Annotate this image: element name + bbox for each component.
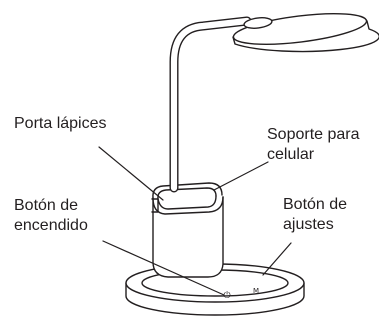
leader-porta: [98, 146, 164, 201]
pen-holder: [152, 182, 224, 278]
label-porta-lapices: Porta lápices: [14, 114, 107, 134]
label-soporte-celular: Soporte para celular: [267, 125, 360, 165]
lamp-neck: [169, 16, 252, 193]
label-soporte-line1: Soporte para: [267, 126, 360, 143]
leader-lines: [98, 146, 292, 296]
leader-ajustes: [262, 242, 292, 276]
power-icon: ⏻: [223, 290, 230, 301]
label-soporte-line2: celular: [267, 146, 315, 163]
label-encendido-line1: Botón de: [14, 197, 79, 214]
label-ajustes-line1: Botón de: [283, 196, 348, 213]
leader-encendido: [102, 240, 225, 296]
settings-icon: M: [253, 287, 259, 295]
label-boton-ajustes: Botón de ajustes: [283, 195, 347, 235]
label-ajustes-line2: ajustes: [283, 216, 334, 233]
settings-button: M: [253, 287, 259, 295]
power-button: ⏻: [223, 290, 230, 301]
leader-soporte: [213, 161, 269, 191]
label-encendido-line2: encendido: [14, 217, 88, 234]
label-porta-text: Porta lápices: [14, 115, 107, 132]
phone-stand: [151, 198, 159, 213]
label-boton-encendido: Botón de encendido: [14, 196, 88, 236]
lamp-head: [232, 13, 379, 53]
